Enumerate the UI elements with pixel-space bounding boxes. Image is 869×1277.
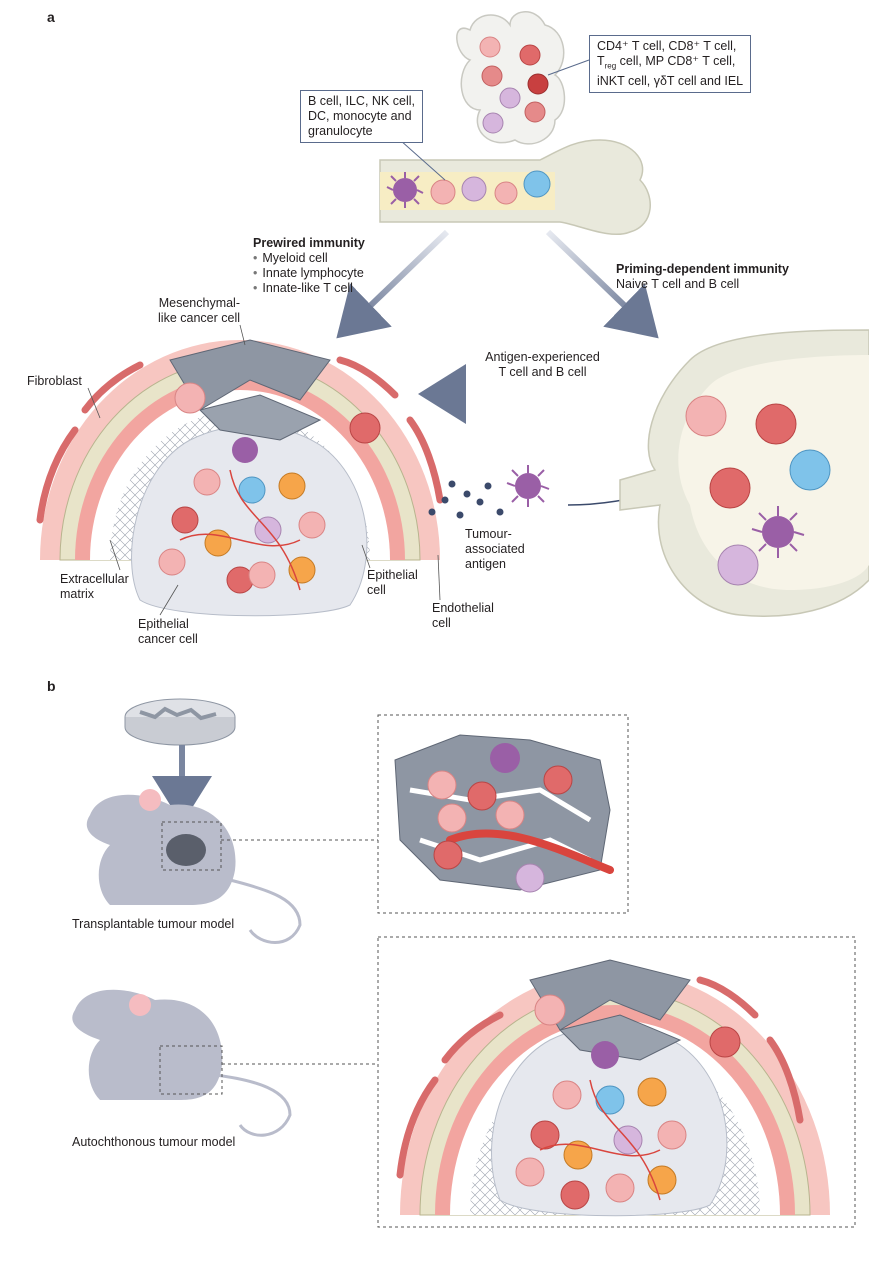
t-box-line2: Treg cell, MP CD8⁺ T cell, xyxy=(597,54,736,71)
prewired-item: Myeloid cell xyxy=(253,251,365,266)
antigen-experienced-label: Antigen-experienced T cell and B cell xyxy=(485,350,600,379)
endothelial-cell-label: Endothelial cell xyxy=(432,601,494,630)
autochthonous-label: Autochthonous tumour model xyxy=(72,1135,236,1149)
priming-subtitle: Naive T cell and B cell xyxy=(616,277,740,291)
transplantable-label: Transplantable tumour model xyxy=(72,917,235,931)
tumour-antigen-label: Tumour- associated antigen xyxy=(465,527,525,571)
thymus xyxy=(456,11,566,145)
mesenchymal-label: Mesenchymal- like cancer cell xyxy=(158,296,240,325)
leader-lines xyxy=(87,324,441,616)
tumour-microenvironment xyxy=(36,339,444,617)
mouse-autochthonous xyxy=(72,989,378,1137)
myeloid-cell xyxy=(386,172,424,208)
b-box-line3: granulocyte xyxy=(308,124,373,138)
prewired-item: Innate-like T cell xyxy=(253,281,365,296)
autochthonous-tumour-inset xyxy=(377,936,856,1228)
prewired-item: Innate lymphocyte xyxy=(253,266,365,281)
fibroblast-label: Fibroblast xyxy=(27,374,82,388)
priming-title: Priming-dependent immunity xyxy=(616,262,789,276)
tumour-antigen xyxy=(428,465,550,519)
priming-dependent-immunity: Priming-dependent immunity Naive T cell … xyxy=(616,262,789,292)
panel-a-label: a xyxy=(47,9,55,25)
priming-arrow xyxy=(545,229,659,339)
b-box-line2: DC, monocyte and xyxy=(308,109,412,123)
t-box-line1: CD4⁺ T cell, CD8⁺ T cell, xyxy=(597,39,737,53)
epithelial-cancer-label: Epithelial cancer cell xyxy=(138,617,198,646)
mouse-transplantable xyxy=(86,789,378,944)
t-box-line3: iNKT cell, γδT cell and IEL xyxy=(597,73,744,88)
prewired-title: Prewired immunity xyxy=(253,236,365,250)
t-cell-types-callout: CD4⁺ T cell, CD8⁺ T cell, Treg cell, MP … xyxy=(589,35,752,93)
prewired-arrow xyxy=(336,229,450,339)
b-box-line1: B cell, ILC, NK cell, xyxy=(308,94,415,108)
transplantable-tumour-inset xyxy=(377,714,629,914)
culture-dish xyxy=(124,698,236,746)
innate-cell-types-callout: B cell, ILC, NK cell, DC, monocyte and g… xyxy=(300,90,423,143)
epithelial-cell-label: Epithelial cell xyxy=(367,568,418,597)
bone xyxy=(379,139,651,236)
lymph-node xyxy=(619,329,869,617)
ecm-label: Extracellular matrix xyxy=(60,572,129,601)
panel-b-label: b xyxy=(47,678,56,694)
prewired-immunity: Prewired immunity Myeloid cell Innate ly… xyxy=(253,236,365,296)
